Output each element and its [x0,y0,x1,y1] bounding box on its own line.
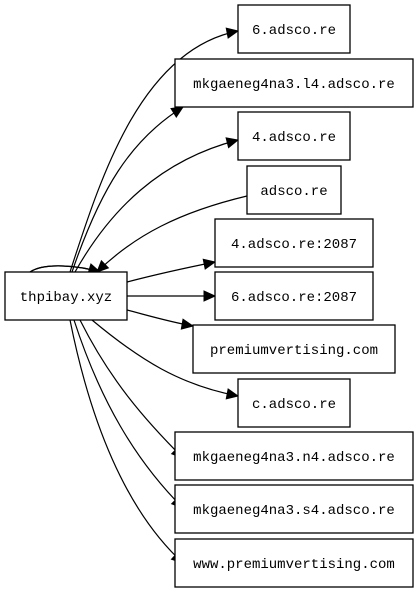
node-label: 4.adsco.re [252,130,336,146]
node-label: 6.adsco.re:2087 [231,290,357,306]
node-label: thpibay.xyz [20,290,112,306]
edge-src-to-t6 [126,309,195,330]
node-label: adsco.re [260,184,327,200]
node-box [246,165,342,215]
arrowhead-icon [96,259,110,273]
node-box [174,484,414,534]
edge-src-to-t2 [74,137,240,273]
node-box [174,58,414,108]
edge-line [126,261,216,283]
node-box [4,271,128,321]
node-box [214,271,374,321]
edge-line [96,195,248,273]
target-node[interactable]: www.premiumvertising.com [174,538,414,588]
node-box [237,111,351,161]
edge-line [91,319,239,397]
node-box [237,4,351,54]
edge-line [69,30,239,273]
arrowhead-icon [225,137,240,149]
target-node[interactable]: 6.adsco.re:2087 [214,271,374,321]
edge-src-to-t7 [91,319,240,400]
node-box [237,378,351,428]
target-node[interactable]: adsco.re [246,165,342,215]
arrowhead-icon [180,318,195,330]
node-label: www.premiumvertising.com [193,557,395,573]
edge-t3-to-src [96,195,248,273]
edge-line [74,139,239,273]
edge-src-to-t4 [126,258,217,283]
edge-line [79,319,184,459]
node-label: mkgaeneg4na3.l4.adsco.re [193,77,395,93]
target-node[interactable]: mkgaeneg4na3.l4.adsco.re [174,58,414,108]
node-label: 6.adsco.re [252,23,336,39]
arrowhead-icon [225,388,240,400]
node-box [214,218,374,268]
target-node[interactable]: 4.adsco.re:2087 [214,218,374,268]
edge-line [29,265,101,273]
target-node[interactable]: 6.adsco.re [237,4,351,54]
edge-src-to-t5 [127,290,217,302]
node-label: 4.adsco.re:2087 [231,237,357,253]
target-node[interactable]: c.adsco.re [237,378,351,428]
target-node[interactable]: mkgaeneg4na3.n4.adsco.re [174,431,414,481]
source-node[interactable]: thpibay.xyz [4,271,128,321]
edge-line [73,319,184,509]
arrowhead-icon [170,106,185,118]
edge-src-to-t1 [71,106,185,273]
edge-line [69,319,184,564]
target-node[interactable]: mkgaeneg4na3.s4.adsco.re [174,484,414,534]
edge-src-to-t8 [79,319,184,459]
node-label: mkgaeneg4na3.n4.adsco.re [193,450,395,466]
arrowhead-icon [203,290,217,302]
node-label: premiumvertising.com [210,343,378,359]
edges-layer [29,27,248,564]
node-label: mkgaeneg4na3.s4.adsco.re [193,503,395,519]
edge-line [71,106,184,273]
target-node[interactable]: 4.adsco.re [237,111,351,161]
node-label: c.adsco.re [252,397,336,413]
node-box [174,431,414,481]
edge-src-to-t0 [69,27,240,273]
arrowhead-icon [225,27,240,39]
target-node[interactable]: premiumvertising.com [192,324,396,374]
arrowhead-icon [202,258,217,270]
nodes-layer: thpibay.xyz 6.adsco.re mkgaeneg4na3.l4.ads… [4,4,414,588]
node-box [174,538,414,588]
node-box [192,324,396,374]
edge-self-loop [29,265,101,273]
